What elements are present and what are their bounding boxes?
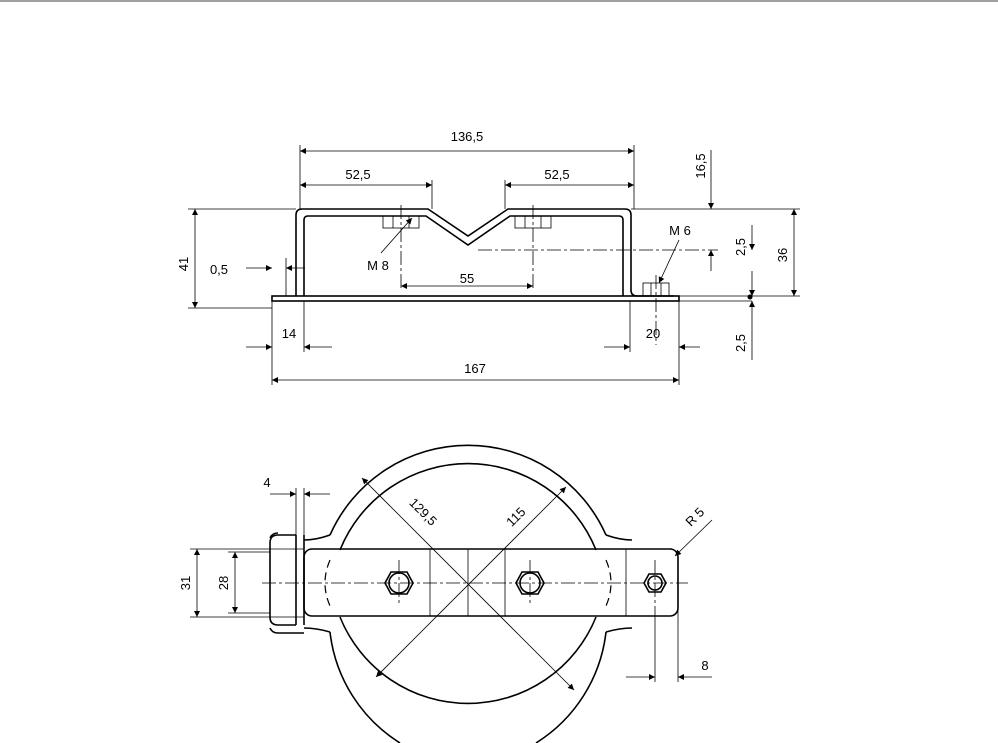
strap-bar [304,549,678,616]
dim-52-5-left: 52,5 [345,167,370,182]
dim-129-5: 129,5 [406,495,440,529]
dim-52-5-right: 52,5 [544,167,569,182]
dim-28: 28 [216,576,231,590]
flange-left [270,535,296,625]
bracket-outer-profile [296,209,674,296]
dim-14: 14 [282,326,296,341]
dim-0-5: 0,5 [210,262,228,277]
base-plate [272,296,679,301]
ring-inner [340,464,596,550]
dim-31: 31 [178,576,193,590]
ring-outer-top [330,445,606,535]
dim-16-5: 16,5 [693,153,708,178]
dim-2-5-lower: 2,5 [733,334,748,352]
dim-line-129-5 [362,478,574,690]
label-m6: M 6 [669,223,691,238]
dim-4: 4 [263,475,270,490]
dim-8: 8 [701,658,708,673]
side-view: 136,5 52,5 52,5 41 0,5 55 M 8 M 6 16,5 [176,129,800,385]
dim-36: 36 [775,248,790,262]
dim-55: 55 [460,271,474,286]
dim-2-5-upper: 2,5 [733,238,748,256]
dim-136-5: 136,5 [451,129,484,144]
top-view: 129,5 115 4 31 28 R 5 8 [178,445,712,743]
dim-20: 20 [646,326,660,341]
dim-41: 41 [176,257,191,271]
dim-line-115 [376,487,566,677]
dim-115: 115 [503,504,528,529]
label-m8: M 8 [367,258,389,273]
dim-167: 167 [464,361,486,376]
dim-r5: R 5 [682,504,707,529]
